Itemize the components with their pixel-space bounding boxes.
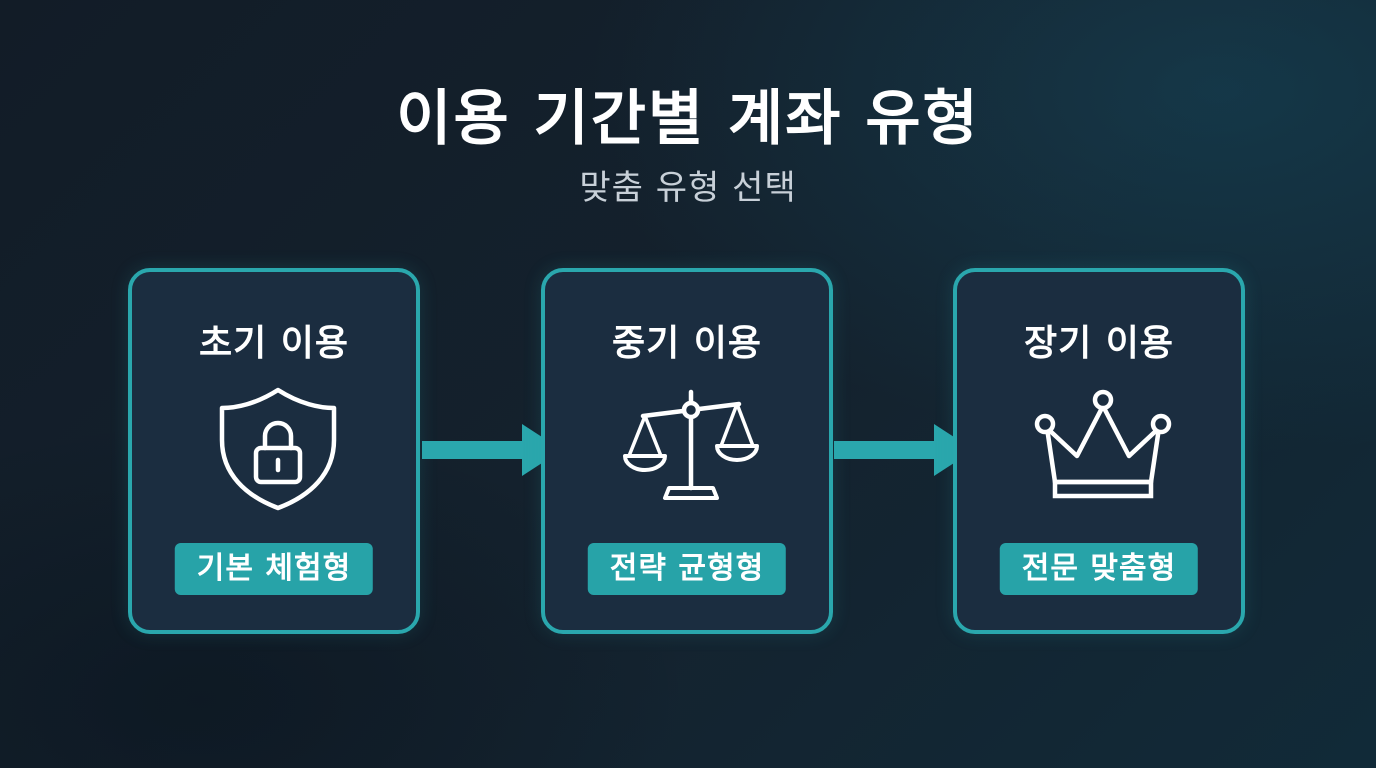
stage-card-early[interactable]: 초기 이용 기본 체험형 <box>128 268 420 634</box>
stage-card-title: 중기 이용 <box>611 323 762 364</box>
page-title: 이용 기간별 계좌 유형 <box>396 84 980 154</box>
page-subtitle: 맞춤 유형 선택 <box>579 168 797 208</box>
stage-card-mid[interactable]: 중기 이용 전략 균형형 <box>541 268 833 634</box>
stage-card-title: 초기 이용 <box>198 323 349 364</box>
stage-badge: 전문 맞춤형 <box>999 543 1199 595</box>
stage-badge: 전략 균형형 <box>587 543 787 595</box>
shield-lock-icon <box>219 387 337 511</box>
stage-badge: 기본 체험형 <box>174 543 374 595</box>
balance-scale-icon <box>623 389 759 500</box>
stage-card-title: 장기 이용 <box>1023 323 1174 364</box>
crown-icon <box>1034 389 1172 499</box>
stage-card-long[interactable]: 장기 이용 전문 맞춤형 <box>953 268 1245 634</box>
